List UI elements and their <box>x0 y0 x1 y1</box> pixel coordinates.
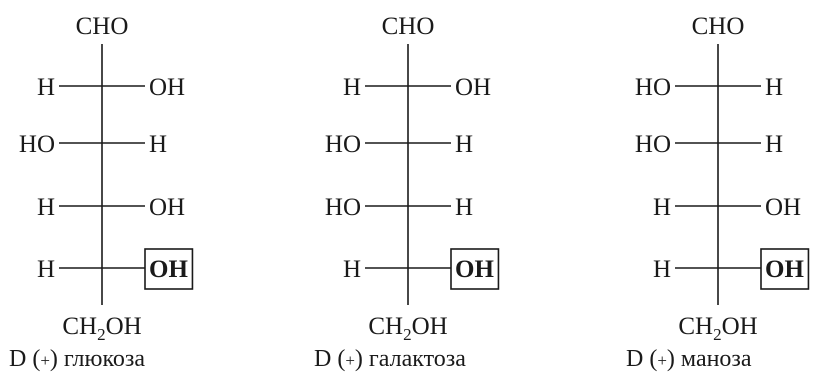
bottom-main: CH <box>62 313 97 340</box>
substituent-row: H OH <box>653 248 810 290</box>
right-substituent: OH <box>149 74 185 101</box>
highlight-box <box>760 248 810 290</box>
caption-sign: + <box>40 351 50 370</box>
left-substituent: H <box>37 194 55 221</box>
caption-sign: + <box>345 351 355 370</box>
caption-suffix: ) галактоза <box>355 346 466 372</box>
highlight-box <box>144 248 194 290</box>
substituent-row: HO H <box>19 131 167 158</box>
bottom-group-label: CH2OH <box>678 313 757 344</box>
substituent-row: H OH <box>37 74 185 101</box>
bottom-main: CH <box>368 313 403 340</box>
bottom-group-label: CH2OH <box>62 313 141 344</box>
substituent-row: HO H <box>325 194 473 221</box>
left-substituent: HO <box>635 74 671 101</box>
left-substituent: HO <box>19 131 55 158</box>
left-substituent: H <box>653 256 671 283</box>
caption-prefix: D ( <box>314 346 345 372</box>
caption-prefix: D ( <box>626 346 657 372</box>
left-substituent: HO <box>325 194 361 221</box>
right-substituent: H <box>765 131 783 158</box>
substituent-row: H OH <box>343 74 491 101</box>
compound-name-caption: D (+) маноза <box>626 346 752 372</box>
left-substituent: H <box>343 74 361 101</box>
top-group-label: CHO <box>382 13 435 40</box>
bottom-group-label: CH2OH <box>368 313 447 344</box>
right-substituent: OH <box>455 74 491 101</box>
top-group-label: CHO <box>692 13 745 40</box>
bottom-subscript: 2 <box>713 325 722 344</box>
right-substituent: OH <box>765 194 801 221</box>
substituent-row: H OH <box>653 194 801 221</box>
caption-suffix: ) глюкоза <box>50 346 145 372</box>
right-substituent: OH <box>149 194 185 221</box>
bottom-tail: OH <box>722 313 758 340</box>
right-substituent: H <box>455 194 473 221</box>
bottom-tail: OH <box>412 313 448 340</box>
bottom-tail: OH <box>106 313 142 340</box>
left-substituent: H <box>37 74 55 101</box>
right-substituent: H <box>765 74 783 101</box>
bottom-subscript: 2 <box>97 325 106 344</box>
substituent-row: HO H <box>325 131 473 158</box>
left-substituent: HO <box>635 131 671 158</box>
bottom-subscript: 2 <box>403 325 412 344</box>
bottom-main: CH <box>678 313 713 340</box>
left-substituent: H <box>37 256 55 283</box>
right-substituent: OH <box>455 256 494 283</box>
left-substituent: H <box>653 194 671 221</box>
compound-name-caption: D (+) галактоза <box>314 346 466 372</box>
right-substituent: OH <box>765 256 804 283</box>
left-substituent: H <box>343 256 361 283</box>
substituent-row: H OH <box>37 248 194 290</box>
right-substituent: OH <box>149 256 188 283</box>
caption-prefix: D ( <box>9 346 40 372</box>
compound-name-caption: D (+) глюкоза <box>9 346 145 372</box>
substituent-row: H OH <box>37 194 185 221</box>
caption-suffix: ) маноза <box>667 346 752 372</box>
caption-sign: + <box>657 351 667 370</box>
substituent-row: H OH <box>343 248 500 290</box>
left-substituent: HO <box>325 131 361 158</box>
substituent-row: HO H <box>635 131 783 158</box>
right-substituent: H <box>455 131 473 158</box>
top-group-label: CHO <box>76 13 129 40</box>
substituent-row: HO H <box>635 74 783 101</box>
highlight-box <box>450 248 500 290</box>
right-substituent: H <box>149 131 167 158</box>
